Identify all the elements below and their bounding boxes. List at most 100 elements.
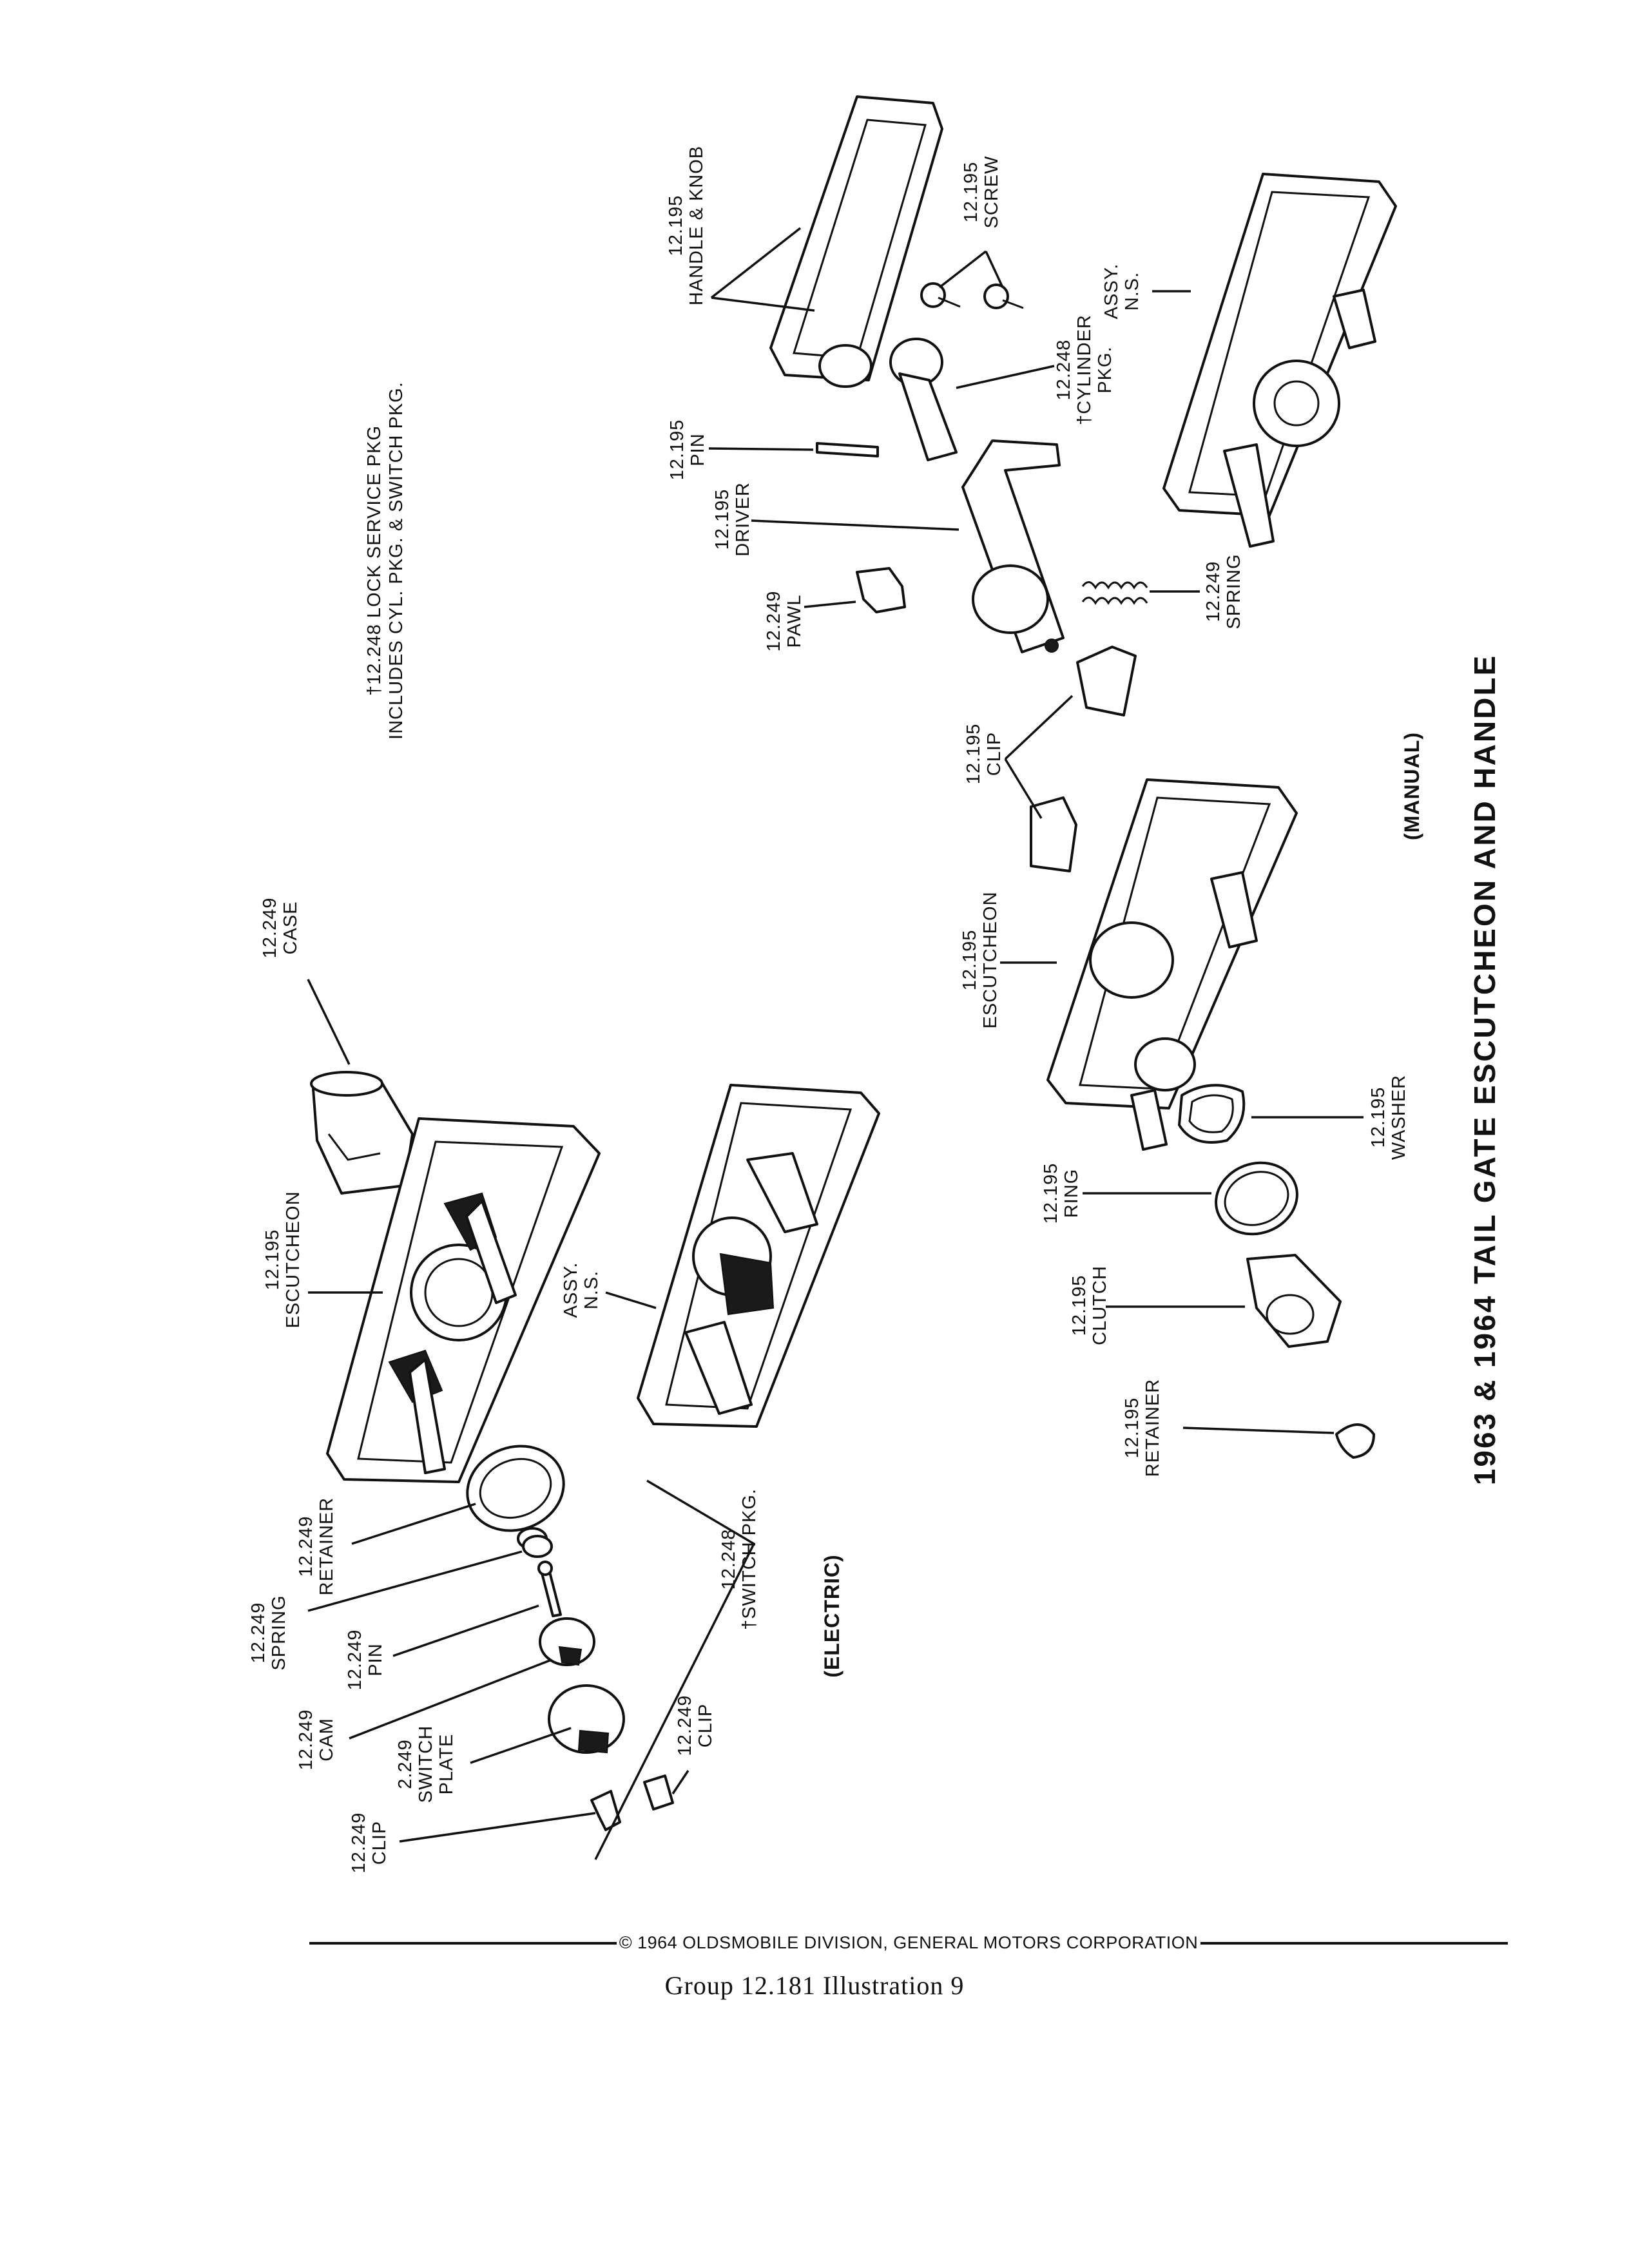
label-pawl: 12.249 PAWL [764, 591, 805, 652]
manual-clip-upper-part [1076, 646, 1137, 716]
diagram-title: 1963 & 1964 TAIL GATE ESCUTCHEON AND HAN… [1468, 654, 1501, 1485]
svg-text:12.195: 12.195 [262, 1229, 283, 1291]
svg-text:ASSY.: ASSY. [1101, 264, 1122, 320]
svg-text:HANDLE & KNOB: HANDLE & KNOB [686, 146, 707, 305]
pawl-part [856, 567, 906, 613]
manual-clutch-part [1246, 1254, 1342, 1348]
label-electric-pin: 12.249 PIN [345, 1629, 386, 1691]
svg-text:12.249: 12.249 [764, 591, 784, 652]
svg-text:CLIP: CLIP [369, 1821, 390, 1865]
svg-text:PIN: PIN [688, 433, 708, 466]
svg-text:12.195: 12.195 [1368, 1087, 1389, 1148]
svg-text:12.195: 12.195 [712, 489, 733, 550]
label-electric-switch-plate: 2.249 SWITCH PLATE [395, 1725, 457, 1803]
electric-assy-part [637, 1084, 880, 1428]
svg-text:12.195: 12.195 [667, 419, 688, 481]
label-driver: 12.195 DRIVER [712, 482, 753, 557]
svg-text:SPRING: SPRING [269, 1595, 289, 1670]
label-electric-retainer: 12.249 RETAINER [296, 1497, 337, 1595]
svg-text:12.249: 12.249 [296, 1709, 316, 1771]
label-case: 12.249 CASE [260, 898, 301, 959]
footer-rule-left [309, 1941, 617, 1945]
case-part [310, 1071, 414, 1195]
svg-text:12.249: 12.249 [248, 1602, 269, 1664]
manual-clip-lower-part [1030, 796, 1077, 872]
label-manual-washer: 12.195 WASHER [1368, 1075, 1409, 1160]
label-cylinder: 12.248 †CYLINDER PKG. [1054, 314, 1115, 425]
svg-text:12.195: 12.195 [666, 195, 686, 256]
electric-pin-part [537, 1561, 562, 1617]
manual-ring-part [1215, 1161, 1298, 1236]
electric-clip-upper-part [643, 1774, 674, 1811]
svg-text:SPRING: SPRING [1224, 553, 1244, 629]
footer-rule-right [1200, 1941, 1508, 1945]
manual-spring-part [1081, 581, 1148, 605]
label-manual-clip: 12.195 CLIP [963, 724, 1005, 785]
svg-text:ASSY.: ASSY. [561, 1262, 581, 1318]
svg-text:ESCUTCHEON: ESCUTCHEON [283, 1191, 304, 1328]
svg-text:CLIP: CLIP [695, 1704, 716, 1747]
svg-text:CLIP: CLIP [984, 732, 1005, 776]
svg-text:RETAINER: RETAINER [1142, 1379, 1163, 1477]
svg-text:CASE: CASE [280, 901, 301, 955]
svg-text:RETAINER: RETAINER [316, 1497, 337, 1595]
svg-text:SCREW: SCREW [981, 156, 1002, 229]
handle-knob-part [769, 95, 943, 388]
svg-text:WASHER: WASHER [1389, 1075, 1409, 1160]
section-manual-label: (MANUAL) [1400, 732, 1423, 840]
screw-part [920, 282, 1024, 309]
electric-spring-part [517, 1527, 553, 1558]
svg-text:CLUTCH: CLUTCH [1090, 1265, 1110, 1345]
svg-text:PKG.: PKG. [1095, 346, 1115, 393]
svg-text:CAM: CAM [316, 1718, 337, 1761]
footer: © 1964 OLDSMOBILE DIVISION, GENERAL MOTO… [309, 1933, 1508, 1953]
svg-text:SWITCH: SWITCH [416, 1725, 436, 1803]
electric-retainer-part [466, 1445, 565, 1532]
label-electric-cam: 12.249 CAM [296, 1709, 337, 1771]
svg-text:12.249: 12.249 [1203, 561, 1224, 622]
section-electric-label: (ELECTRIC) [820, 1554, 843, 1677]
svg-text:2.249: 2.249 [395, 1739, 416, 1789]
electric-cam-part [539, 1617, 595, 1666]
svg-text:12.195: 12.195 [1122, 1398, 1142, 1459]
cylinder-part [889, 338, 958, 461]
footer-copyright: © 1964 OLDSMOBILE DIVISION, GENERAL MOTO… [619, 1933, 1199, 1952]
label-manual-assy: ASSY. N.S. [1101, 264, 1142, 320]
illustration-caption: Group 12.181 Illustration 9 [664, 1971, 965, 2000]
label-electric-clip-upper: 12.249 CLIP [675, 1695, 716, 1756]
svg-text:N.S.: N.S. [1122, 272, 1142, 311]
service-note: †12.248 LOCK SERVICE PKG INCLUDES CYL. P… [364, 381, 407, 740]
svg-text:12.195: 12.195 [961, 162, 981, 223]
electric-escutcheon-part [326, 1117, 601, 1483]
label-manual-retainer: 12.195 RETAINER [1122, 1379, 1163, 1477]
svg-text:ESCUTCHEON: ESCUTCHEON [980, 891, 1001, 1028]
label-electric-spring: 12.249 SPRING [248, 1595, 289, 1670]
svg-text:†SWITCH PKG.: †SWITCH PKG. [739, 1488, 760, 1630]
svg-text:12.248: 12.248 [1054, 340, 1074, 401]
svg-text:PLATE: PLATE [436, 1734, 457, 1795]
svg-text:12.249: 12.249 [296, 1516, 316, 1577]
svg-text:12.195: 12.195 [959, 930, 980, 991]
svg-text:12.248: 12.248 [718, 1529, 739, 1590]
svg-text:12.249: 12.249 [675, 1695, 695, 1756]
svg-text:12.195: 12.195 [963, 724, 984, 785]
label-electric-clip-lower: 12.249 CLIP [349, 1812, 390, 1874]
label-manual-ring: 12.195 RING [1041, 1163, 1082, 1224]
svg-text:PIN: PIN [365, 1643, 386, 1676]
label-screw: 12.195 SCREW [961, 156, 1002, 229]
service-note-line1: †12.248 LOCK SERVICE PKG [364, 425, 385, 696]
svg-text:12.195: 12.195 [1069, 1275, 1090, 1336]
svg-text:N.S.: N.S. [581, 1271, 602, 1309]
label-manual-clutch: 12.195 CLUTCH [1069, 1265, 1110, 1345]
label-manual-escutcheon: 12.195 ESCUTCHEON [959, 891, 1001, 1028]
svg-text:12.249: 12.249 [260, 898, 280, 959]
svg-text:12.249: 12.249 [345, 1629, 365, 1691]
manual-pin-part [816, 442, 879, 457]
label-electric-escutcheon: 12.195 ESCUTCHEON [262, 1191, 304, 1328]
svg-text:DRIVER: DRIVER [733, 482, 753, 557]
electric-switch-plate-part [548, 1684, 625, 1754]
svg-text:RING: RING [1061, 1169, 1082, 1218]
label-handle-knob: 12.195 HANDLE & KNOB [666, 146, 707, 305]
manual-escutcheon-part [1046, 778, 1298, 1151]
